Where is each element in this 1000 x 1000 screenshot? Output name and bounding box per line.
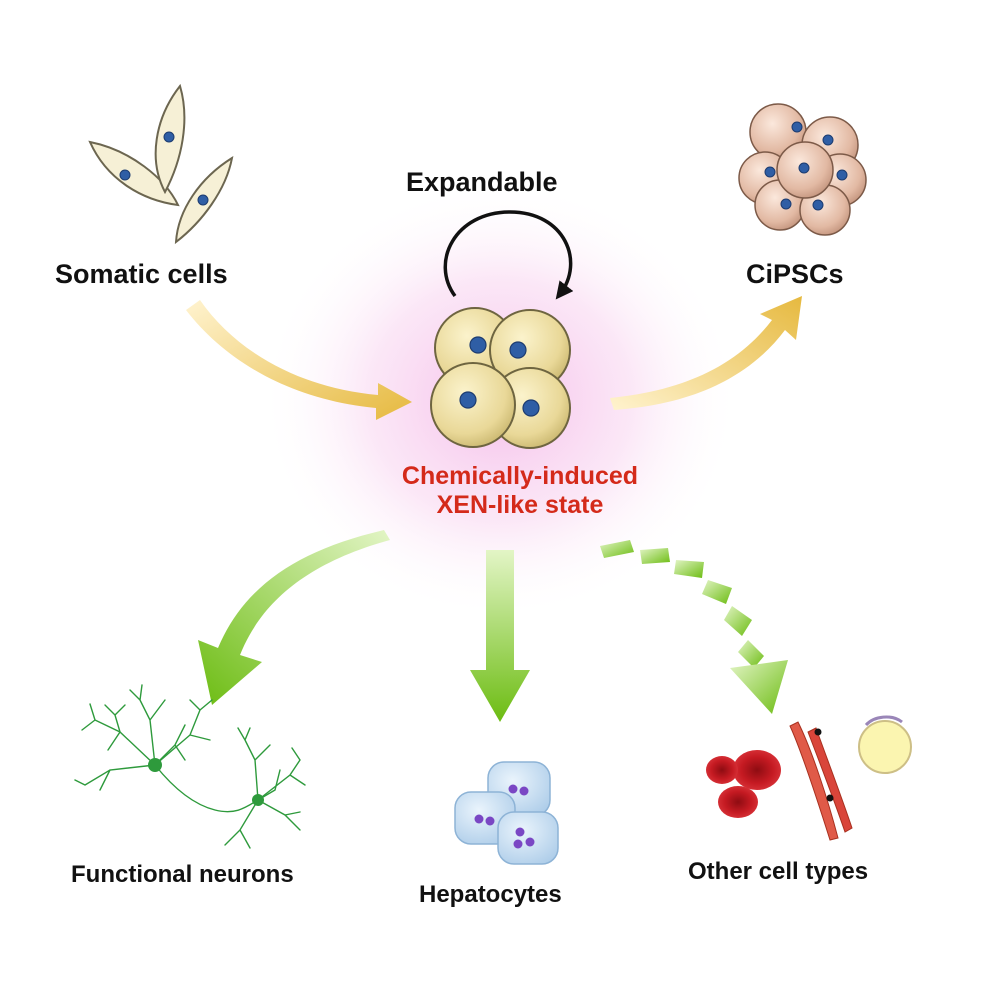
xen-like-cell-cluster [430,307,571,449]
arrow-xen-to-other-types [600,540,788,714]
functional-neurons-illustration [74,684,306,849]
neuron-soma [148,758,162,772]
label-functional-neurons: Functional neurons [71,861,294,888]
arrow-xen-to-hepatocytes [470,550,530,722]
somatic-nucleus [119,169,131,181]
other-cell-types-illustration [706,715,912,841]
hepatocytes-illustration [454,761,559,865]
cipscs-colony [738,103,867,236]
label-expandable: Expandable [406,167,558,197]
red-blood-cell [706,756,738,784]
muscle-cell [789,721,839,841]
expandable-loop-arrow [443,210,574,300]
neuron-soma [252,794,264,806]
label-cipscs: CiPSCs [746,259,844,289]
somatic-cell [88,140,180,207]
label-other-cell-types: Other cell types [688,858,869,885]
label-xen-line2: XEN-like state [436,491,604,519]
red-blood-cell [718,786,758,818]
label-hepatocytes: Hepatocytes [419,881,562,908]
label-somatic-cells: Somatic cells [55,259,228,289]
muscle-cell [807,727,853,833]
red-blood-cell [733,750,781,790]
arrow-xen-to-cipscs [610,296,802,410]
somatic-nucleus [197,194,209,206]
somatic-cells-illustration [88,83,234,245]
label-xen-line1: Chemically-induced [401,462,639,490]
somatic-nucleus [163,131,175,143]
arrow-somatic-to-xen [186,300,412,420]
arrow-xen-to-neurons [198,530,390,705]
adipocyte-cell [858,720,912,774]
